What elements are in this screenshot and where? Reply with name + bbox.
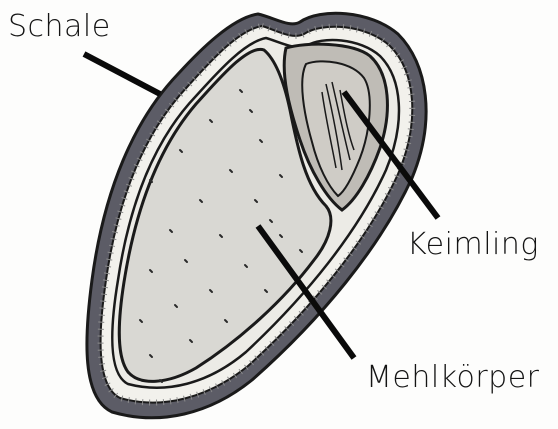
label-mehlkoerper: Mehlkörper	[366, 363, 540, 393]
label-schale: Schale	[8, 12, 111, 42]
label-keimling: Keimling	[407, 230, 539, 260]
leader-line-schale	[84, 54, 160, 94]
